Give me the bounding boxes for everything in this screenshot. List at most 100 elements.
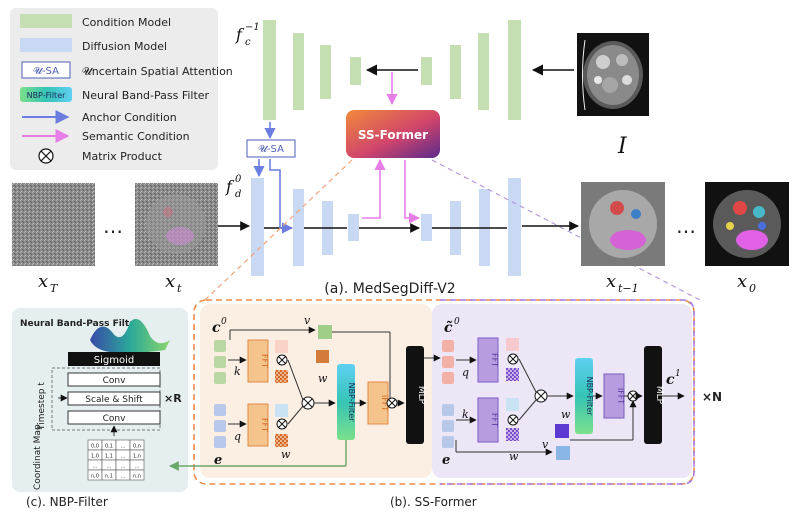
coord-cell-label: 0,n [133, 444, 141, 450]
timestep-label: Timestep t [37, 382, 47, 431]
coord-cell-label: 1,0 [91, 454, 99, 460]
e-label-right: e [442, 453, 450, 468]
c0-sup: 0 [221, 317, 227, 327]
spectrum-wq-right [506, 368, 519, 381]
ifft-label-right: IFFT [616, 388, 625, 404]
ss-former-block: SS-Former [346, 110, 440, 158]
mlp-label-right: MLP [654, 386, 664, 405]
semantic-up-arrow [362, 158, 386, 219]
ctilde-label: c̃ [444, 319, 453, 336]
q-to-product [287, 405, 304, 425]
condition-swatch [20, 14, 72, 28]
expand-line-left [204, 159, 353, 301]
fft-label-left-1: FFT [260, 354, 269, 368]
nbp-filter-label-right: NBP-Filter [585, 377, 594, 417]
conv1-label: Conv [103, 376, 126, 386]
fft-block-right-2 [477, 397, 499, 443]
w-label-left-2: w [281, 448, 291, 461]
nbp-legend-box [20, 87, 72, 102]
spectrum-k-right [506, 398, 519, 411]
e-tokens-right [442, 404, 454, 448]
e-tokens [214, 404, 226, 448]
spectrum-q-left [275, 404, 288, 417]
nbp-legend-box-text: NBP-Filter [27, 91, 67, 100]
usa-legend-box [21, 61, 71, 79]
diffusion-swatch [20, 38, 72, 52]
mlp-label-left: MLP [416, 386, 426, 405]
fd-label: f [225, 177, 235, 196]
fc-label: f [235, 25, 245, 44]
sigmoid-label: Sigmoid [94, 355, 134, 366]
dots-left: … [103, 214, 123, 238]
ss-former-label: SS-Former [358, 128, 428, 142]
otimes-v-right-icon [627, 390, 639, 402]
otimes-v-left-icon [386, 397, 398, 409]
coord-cell-label: … [121, 474, 126, 480]
coord-cell-label: n,n [133, 474, 141, 480]
coord-cell-label: n,0 [91, 474, 99, 480]
usa-legend-box-text: 𝓤-SA [33, 66, 59, 77]
coord-map-label: Coordinat Map [33, 424, 43, 490]
otimes-k-left-icon [276, 354, 288, 366]
noise-image-xT [12, 183, 95, 266]
nbp-filter-block-right [575, 358, 593, 434]
v-token-right [556, 446, 570, 460]
otimes-q-right-icon [507, 353, 519, 365]
legend-matrix-label: Matrix Product [82, 150, 163, 163]
coord-map-grid: 0,0 0,1 … 0,n 1,0 1,1 … 1,n … … … … n,0 n,1 … n,n [87, 439, 145, 481]
caption-c: (c). NBP-Filter [26, 495, 108, 509]
coord-cell-label: … [121, 444, 126, 450]
band-pass-surface-icon [90, 319, 170, 353]
coord-cell-label: … [107, 464, 112, 470]
scale-shift-block [67, 391, 161, 406]
coord-cell-label: 0,0 [91, 444, 99, 450]
otimes-center-left-icon [301, 396, 315, 410]
otimes-icon [38, 148, 54, 164]
conv2-label: Conv [103, 414, 126, 424]
coord-cell [129, 469, 145, 481]
coord-cell-label: 1,1 [105, 454, 113, 460]
coord-cell-label: 1,n [133, 454, 141, 460]
diffusion-model [251, 178, 521, 276]
q-to-product-right [518, 358, 537, 393]
nbp-panel: Neural Band-Pass Filter Sigmoid Conv Sca… [12, 308, 188, 492]
nbp-filter-label: NBP-Filter [347, 383, 356, 423]
q-label-left: q [234, 430, 241, 443]
repeat-R-label: ×R [164, 392, 182, 405]
condition-model [263, 20, 521, 120]
coord-cell-label: … [121, 454, 126, 460]
legend: Condition Model Diffusion Model 𝓤-SA 𝓤nc… [10, 8, 233, 170]
coord-cell-label: … [135, 464, 140, 470]
otimes-k-right-icon [507, 414, 519, 426]
repeat-N-label: ×N [702, 390, 722, 404]
coord-cell-label: n,1 [105, 474, 113, 480]
caption-a: (a). MedSegDiff-V2 [324, 281, 455, 297]
coord-cell-label: … [121, 464, 126, 470]
fc-sup: −1 [245, 22, 260, 33]
fd-sub: d [235, 189, 241, 200]
legend-usa-label: 𝓤ncertain Spatial Attention [82, 65, 233, 78]
fft-block-right-1 [477, 337, 499, 383]
output-image-x0 [705, 182, 789, 266]
coord-cell-label: … [93, 464, 98, 470]
w-label-left-1: w [318, 372, 328, 385]
w-label-right-1: w [561, 408, 571, 421]
spectrum-q-right [506, 338, 519, 351]
conv1-block [67, 372, 161, 387]
v-label-right: v [542, 438, 549, 451]
x0-sub: 0 [749, 282, 756, 295]
legend-diffusion-label: Diffusion Model [82, 40, 167, 53]
w-token-left [316, 350, 329, 363]
fd-sup: 0 [235, 174, 242, 185]
ctilde-sup: 0 [454, 317, 460, 327]
q-label-right: q [462, 366, 469, 379]
spectrum-wk-left [275, 370, 288, 383]
c1-label: c [666, 372, 675, 388]
x0-label: x [737, 271, 747, 292]
legend-semantic-label: Semantic Condition [82, 130, 190, 143]
coord-cell-label: 0,1 [105, 444, 113, 450]
fft-block-left-2 [247, 403, 269, 447]
conv2-block [67, 410, 161, 425]
dots-right: … [676, 214, 696, 238]
